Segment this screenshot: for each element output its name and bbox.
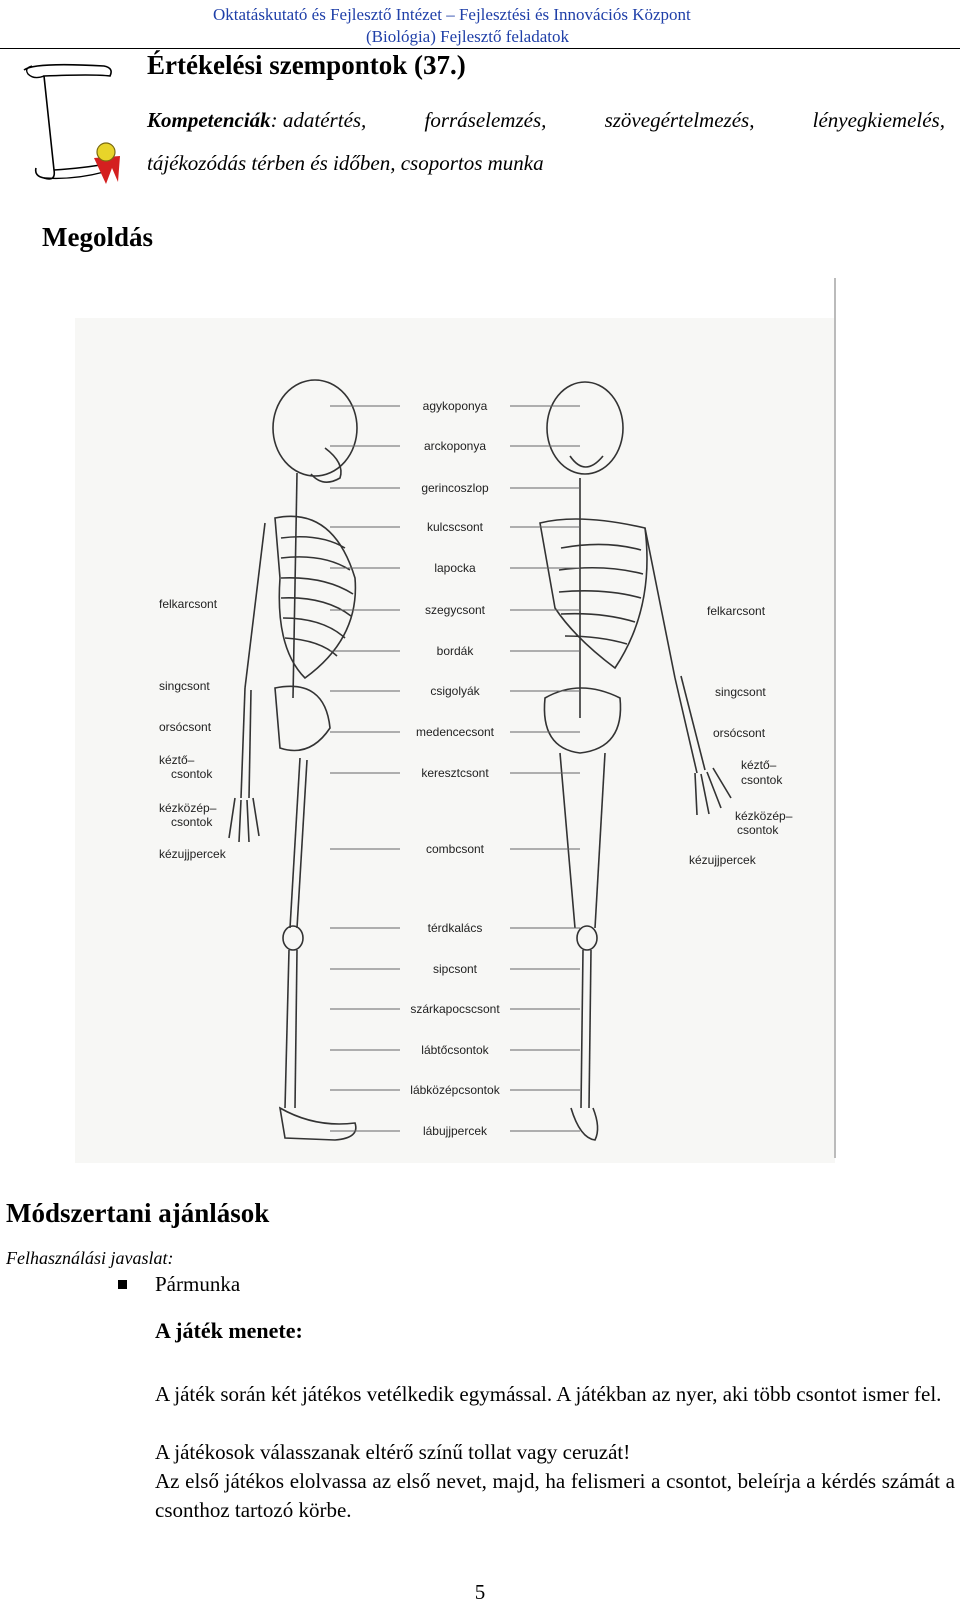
bone-label-right: csontok (737, 823, 779, 837)
competencies-line2: tájékozódás térben és időben, csoportos … (147, 151, 544, 175)
bone-label-left: kézközép– (159, 801, 217, 815)
bone-label-right: singcsont (715, 685, 766, 699)
header-institute: Oktatáskutató és Fejlesztő Intézet – Fej… (213, 5, 691, 24)
competency-word: forráselemzés, (424, 108, 547, 132)
paragraph: A játék során két játékos vetélkedik egy… (155, 1382, 942, 1406)
bone-label: lábujjpercek (423, 1124, 488, 1138)
competencies-block: Kompetenciák: adatértés, forráselemzés, … (147, 99, 945, 185)
bone-label: lábközépcsontok (410, 1083, 500, 1097)
bone-label: kulcscsont (427, 520, 484, 534)
scroll-ribbon-icon (14, 60, 134, 195)
header-subject: (Biológia) Fejlesztő feladatok (366, 27, 569, 46)
paragraph: Az első játékos elolvassa az első nevet,… (155, 1469, 955, 1522)
bone-label-right: csontok (741, 773, 783, 787)
page-title: Értékelési szempontok (37.) (147, 50, 466, 80)
bone-label: combcsont (426, 842, 485, 856)
bone-label-right: orsócsont (713, 726, 766, 740)
bone-label-right: kézközép– (735, 809, 793, 823)
bone-label-left: orsócsont (159, 720, 212, 734)
bone-label-left: kéztő– (159, 753, 195, 767)
bone-label-right: kéztő– (741, 758, 777, 772)
methods-heading: Módszertani ajánlások (6, 1198, 270, 1228)
bone-label-right: felkarcsont (707, 604, 766, 618)
page-header: Oktatáskutató és Fejlesztő Intézet – Fej… (0, 0, 960, 49)
usage-label: Felhasználási javaslat: (6, 1248, 174, 1268)
bone-label: térdkalács (428, 921, 483, 935)
competencies-label: Kompetenciák (147, 108, 271, 132)
competency-word: adatértés, (282, 108, 367, 132)
game-heading: A játék menete: (155, 1318, 303, 1343)
bone-label: sipcsont (433, 962, 478, 976)
bone-label-left: singcsont (159, 679, 210, 693)
bullet-item: Pármunka (155, 1272, 241, 1296)
bone-label-left: csontok (171, 767, 213, 781)
bone-label: keresztcsont (421, 766, 489, 780)
bone-label: agykoponya (423, 399, 488, 413)
solution-heading: Megoldás (42, 222, 153, 252)
bone-label: gerincoszlop (421, 481, 489, 495)
bone-label: csigolyák (430, 684, 480, 698)
competency-word: szövegértelmezés, (604, 108, 755, 132)
bone-label: szárkapocscsont (410, 1002, 500, 1016)
bone-label: lapocka (434, 561, 476, 575)
bone-label: szegycsont (425, 603, 486, 617)
paragraph: A játékosok válasszanak eltérő színű tol… (155, 1440, 631, 1464)
bone-label: medencecsont (416, 725, 495, 739)
bone-label-left: kézujjpercek (159, 847, 227, 861)
bone-label-left: felkarcsont (159, 597, 218, 611)
bone-label: lábtőcsontok (421, 1043, 489, 1057)
page-number: 5 (474, 1580, 486, 1604)
bone-label-left: csontok (171, 815, 213, 829)
bullet-icon (118, 1280, 127, 1289)
bone-label-right: kézujjpercek (689, 853, 757, 867)
bone-label: bordák (437, 644, 475, 658)
skeleton-figure: agykoponya arckoponya gerincoszlop kulcscso… (75, 278, 865, 1198)
bone-label: arckoponya (424, 439, 486, 453)
competency-word: lényegkiemelés, (812, 108, 945, 132)
